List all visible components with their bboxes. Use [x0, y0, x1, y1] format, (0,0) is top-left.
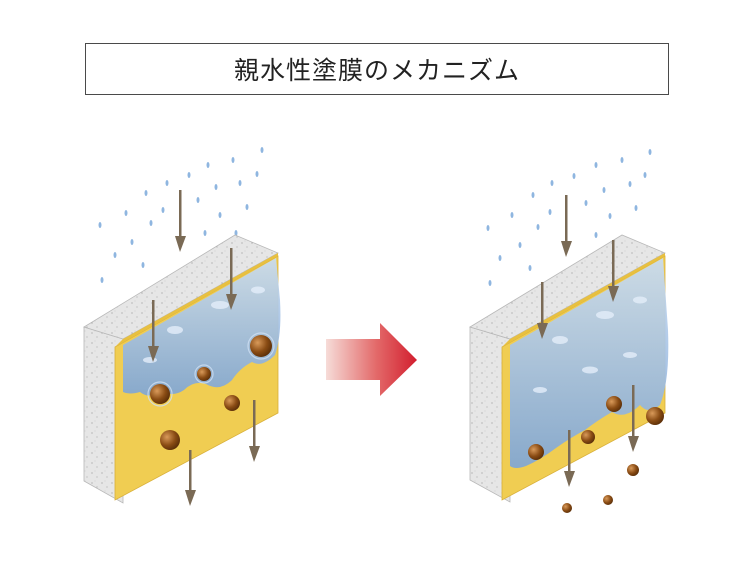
- dirt-particle: [646, 407, 664, 425]
- water-film-left: [123, 258, 281, 396]
- raindrop-icon: [214, 184, 218, 190]
- raindrop-icon: [218, 212, 222, 218]
- raindrop-icon: [548, 209, 552, 215]
- dirt-particle: [224, 395, 240, 411]
- dirt-particle: [562, 503, 572, 513]
- left-panel: [83, 147, 281, 506]
- down-arrow-icon: [561, 195, 572, 257]
- raindrop-icon: [648, 149, 652, 155]
- down-arrow-icon: [249, 400, 260, 462]
- down-arrow-icon: [564, 430, 575, 487]
- dirt-particle: [160, 430, 180, 450]
- raindrop-icon: [141, 262, 145, 268]
- raindrop-icon: [238, 180, 242, 186]
- water-film-right: [510, 258, 669, 468]
- raindrop-icon: [196, 197, 200, 203]
- dirt-particle: [197, 367, 211, 381]
- raindrop-icon: [234, 230, 238, 236]
- raindrop-icon: [488, 280, 492, 286]
- raindrop-icon: [149, 220, 153, 226]
- raindrop-icon: [245, 204, 249, 210]
- title-box: 親水性塗膜のメカニズム: [85, 43, 669, 95]
- dirt-particle: [581, 430, 595, 444]
- raindrop-icon: [550, 180, 554, 186]
- raindrop-icon: [100, 277, 104, 283]
- down-arrow-icon: [226, 248, 237, 310]
- raindrop-icon: [260, 147, 264, 153]
- raindrop-icon: [113, 252, 117, 258]
- raindrop-icon: [130, 239, 134, 245]
- raindrop-icon: [643, 172, 647, 178]
- raindrop-icon: [187, 172, 191, 178]
- dirt-particle: [250, 335, 272, 357]
- raindrop-icon: [203, 230, 207, 236]
- raindrop-icon: [98, 222, 102, 228]
- dirt-particle: [603, 495, 613, 505]
- down-arrow-icon: [537, 282, 548, 339]
- raindrop-icon: [510, 212, 514, 218]
- raindrop-icon: [161, 207, 165, 213]
- down-arrow-icon: [175, 190, 186, 252]
- raindrop-icon: [165, 180, 169, 186]
- diagram-title: 親水性塗膜のメカニズム: [233, 56, 520, 85]
- raindrop-icon: [498, 255, 502, 261]
- raindrop-icon: [486, 225, 490, 231]
- raindrop-icon: [584, 200, 588, 206]
- raindrop-icon: [594, 232, 598, 238]
- down-arrow-icon: [185, 450, 196, 506]
- dirt-particle: [606, 396, 622, 412]
- raindrop-icon: [602, 187, 606, 193]
- raindrop-icon: [144, 190, 148, 196]
- down-arrow-icon: [608, 240, 619, 302]
- dirt-particle: [627, 464, 639, 476]
- raindrop-icon: [572, 173, 576, 179]
- right-panel: [469, 149, 669, 513]
- raindrop-icon: [634, 205, 638, 211]
- rain-right: [486, 149, 652, 286]
- raindrop-icon: [536, 224, 540, 230]
- flow-arrows-left: [148, 190, 260, 506]
- raindrop-icon: [594, 162, 598, 168]
- raindrop-icon: [255, 171, 259, 177]
- raindrop-icon: [518, 242, 522, 248]
- raindrop-icon: [608, 213, 612, 219]
- dirt-particle: [150, 384, 170, 404]
- flow-arrows-right: [537, 195, 639, 487]
- raindrop-icon: [528, 265, 532, 271]
- raindrop-icon: [231, 157, 235, 163]
- dirt-particle: [528, 444, 544, 460]
- raindrop-icon: [531, 192, 535, 198]
- down-arrow-icon: [628, 385, 639, 452]
- raindrop-icon: [124, 210, 128, 216]
- raindrop-icon: [628, 181, 632, 187]
- rain-left: [98, 147, 264, 283]
- raindrop-icon: [206, 162, 210, 168]
- right-arrow-icon: [326, 323, 417, 396]
- raindrop-icon: [620, 157, 624, 163]
- down-arrow-icon: [148, 300, 159, 362]
